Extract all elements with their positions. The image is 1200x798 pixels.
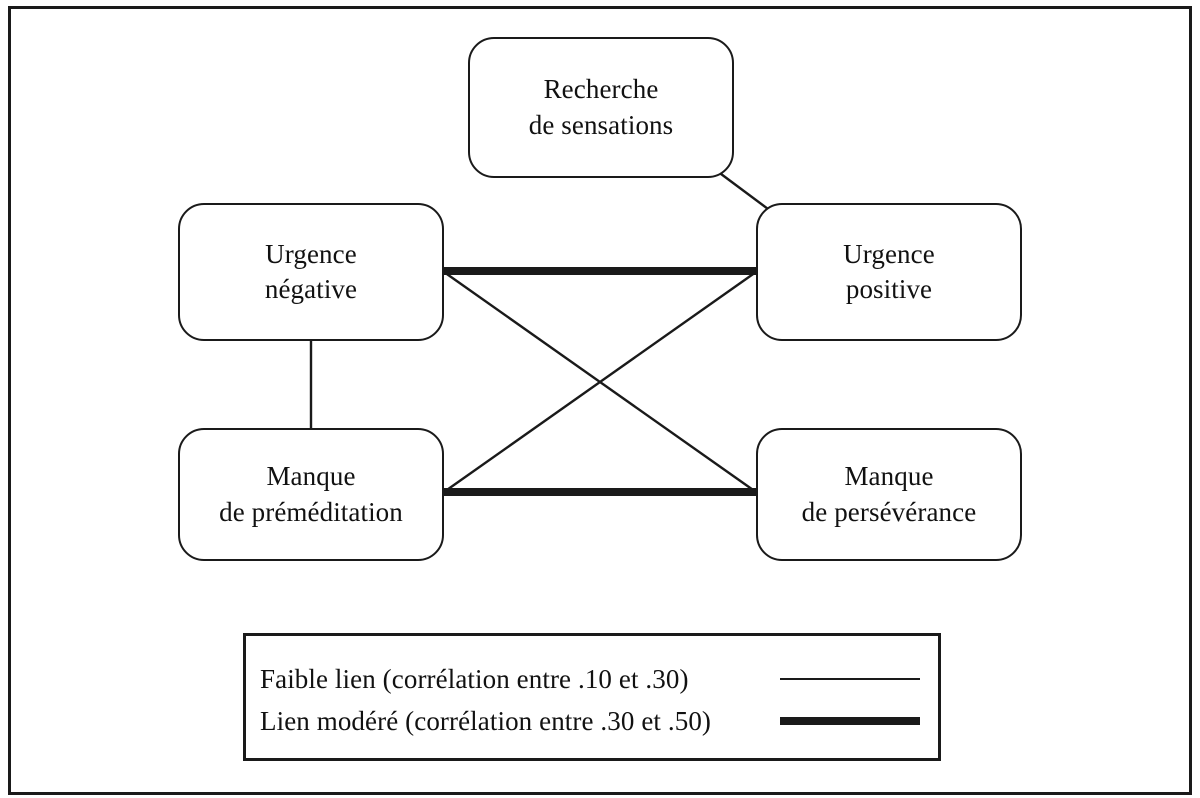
edge-manque-premeditation-urgence-positive [443,271,757,493]
node-manque-de-premeditation[interactable]: Manque de préméditation [178,428,444,561]
legend-label: Lien modéré (corrélation entre .30 et .5… [260,705,712,736]
node-label: Recherche de sensations [528,74,674,140]
node-urgence-positive[interactable]: Urgence positive [756,203,1022,341]
legend-sample-thin-line [780,678,920,680]
node-urgence-negative[interactable]: Urgence négative [178,203,444,341]
node-label: Urgence positive [843,238,935,304]
edge-sensations-urgence-positive [712,167,773,213]
legend-row-faible-lien: Faible lien (corrélation entre .10 et .3… [260,658,920,700]
legend-sample-thin-wrap [689,678,920,680]
legend-sample-thick-line [780,717,920,725]
node-recherche-de-sensations[interactable]: Recherche de sensations [468,37,734,178]
node-label: Urgence négative [264,238,358,304]
node-manque-de-perseverance[interactable]: Manque de persévérance [756,428,1022,561]
legend-row-lien-modere: Lien modéré (corrélation entre .30 et .5… [260,700,920,742]
figure-outer-border [8,6,1192,795]
legend-label: Faible lien (corrélation entre .10 et .3… [260,663,689,694]
node-label: Manque de persévérance [801,461,977,527]
legend: Faible lien (corrélation entre .10 et .3… [243,633,941,761]
node-label: Manque de préméditation [219,461,403,527]
legend-sample-thick-wrap [711,717,920,725]
